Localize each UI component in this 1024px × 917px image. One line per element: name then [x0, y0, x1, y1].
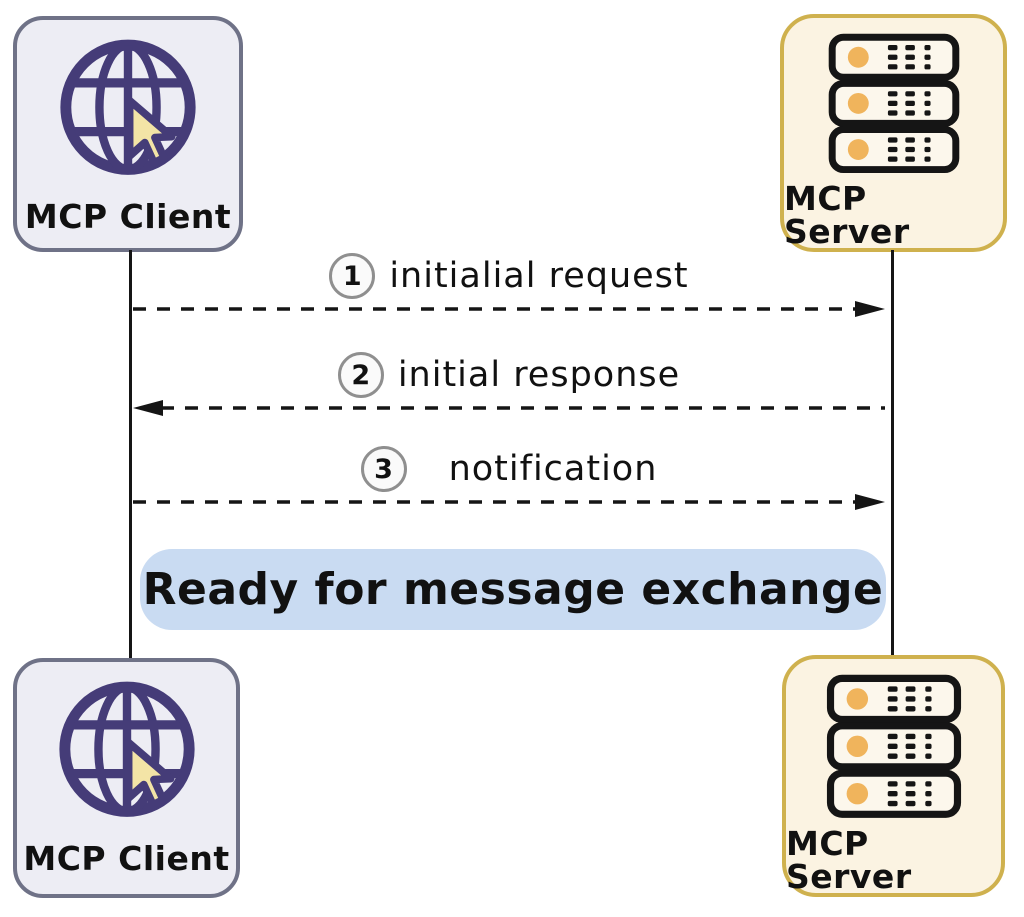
arrow-right-icon	[133, 301, 885, 317]
globe-cursor-icon	[43, 672, 211, 840]
mcp-client-box-top: MCP Client	[13, 16, 243, 252]
message-row-2: 2 initial response	[131, 352, 887, 418]
message-row-3: 3 notification	[131, 446, 887, 512]
message-1-label-group: 1 initialial request	[131, 253, 887, 299]
message-2-label-group: 2 initial response	[131, 352, 887, 398]
message-row-1: 1 initialial request	[131, 253, 887, 319]
mcp-client-box-bottom: MCP Client	[13, 658, 240, 898]
message-3-label-group: 3 notification	[131, 446, 887, 492]
ready-banner-text: Ready for message exchange	[142, 564, 884, 615]
step-badge-1: 1	[329, 253, 376, 299]
arrow-left-icon	[133, 400, 885, 416]
step-badge-2: 2	[337, 352, 384, 398]
server-lifeline	[891, 250, 894, 656]
server-stack-icon	[818, 32, 970, 180]
mcp-server-label: MCP Server	[784, 179, 910, 251]
ready-banner: Ready for message exchange	[140, 549, 886, 630]
mcp-client-label: MCP Client	[23, 839, 230, 878]
globe-cursor-icon	[44, 30, 212, 198]
message-2-label: initial response	[397, 355, 681, 395]
server-stack-icon	[818, 673, 970, 825]
message-3-label: notification	[448, 449, 658, 489]
message-1-label: initialial request	[389, 256, 689, 296]
mcp-client-label: MCP Client	[24, 197, 232, 236]
mcp-server-label: MCP Server	[786, 824, 912, 896]
client-lifeline	[129, 250, 132, 660]
mcp-server-box-bottom: MCP Server	[782, 655, 1005, 897]
mcp-server-box-top: MCP Server	[780, 14, 1007, 252]
arrow-right-icon	[133, 494, 885, 510]
step-badge-3: 3	[360, 446, 407, 492]
